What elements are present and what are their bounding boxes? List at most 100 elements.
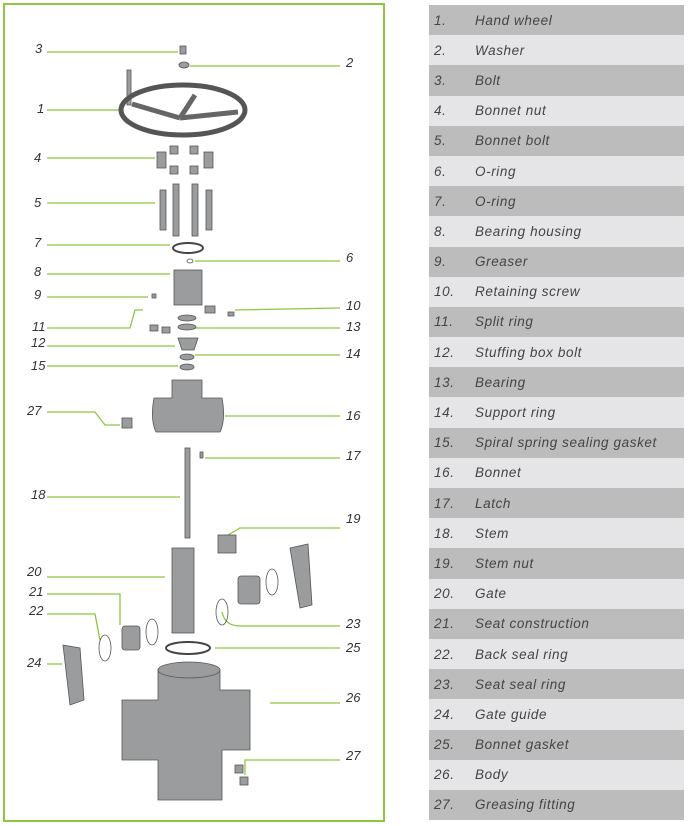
- o-ring-7-part: [172, 242, 204, 254]
- callout-label: 27: [346, 748, 361, 763]
- part-number: 25.: [434, 737, 455, 753]
- handle-part: [126, 69, 132, 106]
- part-number: 15.: [434, 435, 455, 451]
- body-part: [121, 669, 251, 801]
- washer-part: [178, 61, 190, 69]
- part-number: 21.: [434, 616, 455, 632]
- parts-list-row: 25. Bonnet gasket: [429, 729, 684, 760]
- bonnet-nuts-part: [156, 145, 214, 175]
- part-number: 23.: [434, 676, 455, 692]
- part-name: Bonnet nut: [475, 103, 547, 119]
- part-name: Stuffing box bolt: [475, 344, 583, 360]
- part-name: Bolt: [475, 72, 501, 88]
- callout-label: 11: [32, 319, 46, 334]
- o-ring-6-part: [186, 258, 194, 264]
- callout-label: 21: [29, 584, 44, 599]
- callout-label: 15: [31, 358, 46, 373]
- parts-list-row: 10. Retaining screw: [429, 276, 684, 307]
- part-number: 22.: [434, 646, 455, 662]
- gate-part: [171, 547, 195, 634]
- part-number: 18.: [434, 525, 455, 541]
- part-number: 19.: [434, 555, 455, 571]
- part-name: Greasing fitting: [475, 797, 576, 813]
- parts-list-row: 9.Greaser: [429, 246, 684, 277]
- parts-list-row: 3.Bolt: [429, 65, 684, 96]
- part-name: Back seal ring: [475, 646, 569, 662]
- callout-label: 22: [29, 603, 44, 618]
- diagram-frame: [3, 3, 385, 822]
- bonnet-gasket-part: [165, 641, 211, 655]
- hand-wheel-part: [118, 82, 248, 138]
- bolt-part: [179, 45, 187, 55]
- stem-nut-part: [217, 534, 237, 554]
- stuffing-box-part: [177, 337, 199, 351]
- parts-list-row: 22. Back seal ring: [429, 638, 684, 670]
- leader-lines: [47, 51, 341, 775]
- parts-list-row: 8. Bearing housing: [429, 216, 684, 247]
- part-name: Bearing housing: [475, 223, 582, 239]
- callout-label: 26: [346, 690, 361, 705]
- part-name: Gate guide: [475, 706, 548, 722]
- part-name: Stem nut: [475, 555, 534, 571]
- seat-part: [121, 625, 141, 651]
- exploded-valve-diagram: [47, 45, 341, 801]
- part-number: 7.: [434, 193, 447, 209]
- part-number: 6.: [434, 163, 447, 179]
- bonnet-part: [152, 379, 224, 433]
- part-number: 16.: [434, 465, 455, 481]
- part-name: Hand wheel: [475, 12, 553, 28]
- valve-parts: [62, 45, 313, 801]
- part-number: 11.: [434, 314, 454, 330]
- callout-label: 9: [34, 287, 42, 302]
- parts-list-row: 24. Gate guide: [429, 699, 684, 730]
- part-name: O-ring: [475, 193, 517, 209]
- parts-list-row: 19. Stem nut: [429, 548, 684, 579]
- parts-list-row: 5.Bonnet bolt: [429, 125, 684, 156]
- part-name: Spiral spring sealing gasket: [475, 435, 657, 451]
- parts-list-row: 20.Gate: [429, 578, 684, 609]
- bearing-housing-part: [173, 269, 203, 306]
- part-number: 17.: [434, 495, 455, 511]
- callout-label: 5: [34, 195, 42, 210]
- parts-list-row: 26. Body: [429, 759, 684, 790]
- parts-list-row: 11.Split ring: [429, 306, 684, 338]
- callout-label: 17: [346, 448, 361, 463]
- part-number: 26.: [434, 767, 455, 783]
- part-number: 1.: [434, 12, 447, 28]
- parts-list-row: 18.Stem: [429, 518, 684, 549]
- part-name: Washer: [475, 42, 525, 58]
- callout-label: 24: [27, 655, 42, 670]
- stem-part: [184, 447, 191, 539]
- callout-label: 4: [34, 150, 42, 165]
- parts-list-row: 16.Bonnet: [429, 457, 684, 488]
- part-number: 10.: [434, 284, 455, 300]
- part-number: 8.: [434, 223, 447, 239]
- part-number: 24.: [434, 706, 455, 722]
- callout-label: 23: [346, 616, 361, 631]
- callout-label: 2: [346, 55, 354, 70]
- parts-list-row: 6.O-ring: [429, 155, 684, 187]
- part-name: Seat seal ring: [475, 676, 566, 692]
- callout-label: 16: [346, 408, 361, 423]
- callout-label: 8: [34, 264, 42, 279]
- part-name: Retaining screw: [475, 284, 581, 300]
- callout-label: 13: [346, 319, 361, 334]
- callout-label: 7: [34, 235, 42, 250]
- part-number: 13.: [434, 374, 455, 390]
- parts-list-row: 4.Bonnet nut: [429, 95, 684, 126]
- callout-label: 14: [346, 346, 361, 361]
- part-name: Bonnet gasket: [475, 737, 570, 753]
- part-number: 5.: [434, 133, 447, 149]
- part-name: Latch: [475, 495, 512, 511]
- part-number: 12.: [434, 344, 455, 360]
- part-name: Greaser: [475, 254, 528, 270]
- parts-list-row: 7. O-ring: [429, 186, 684, 217]
- part-name: Body: [475, 767, 509, 783]
- parts-list-row: 13.Bearing: [429, 367, 684, 398]
- callout-label: 25: [346, 640, 361, 655]
- part-name: Support ring: [475, 405, 556, 421]
- greaser-part: [151, 293, 157, 299]
- callout-label: 19: [346, 511, 361, 526]
- parts-list-row: 12. Stuffing box bolt: [429, 337, 684, 368]
